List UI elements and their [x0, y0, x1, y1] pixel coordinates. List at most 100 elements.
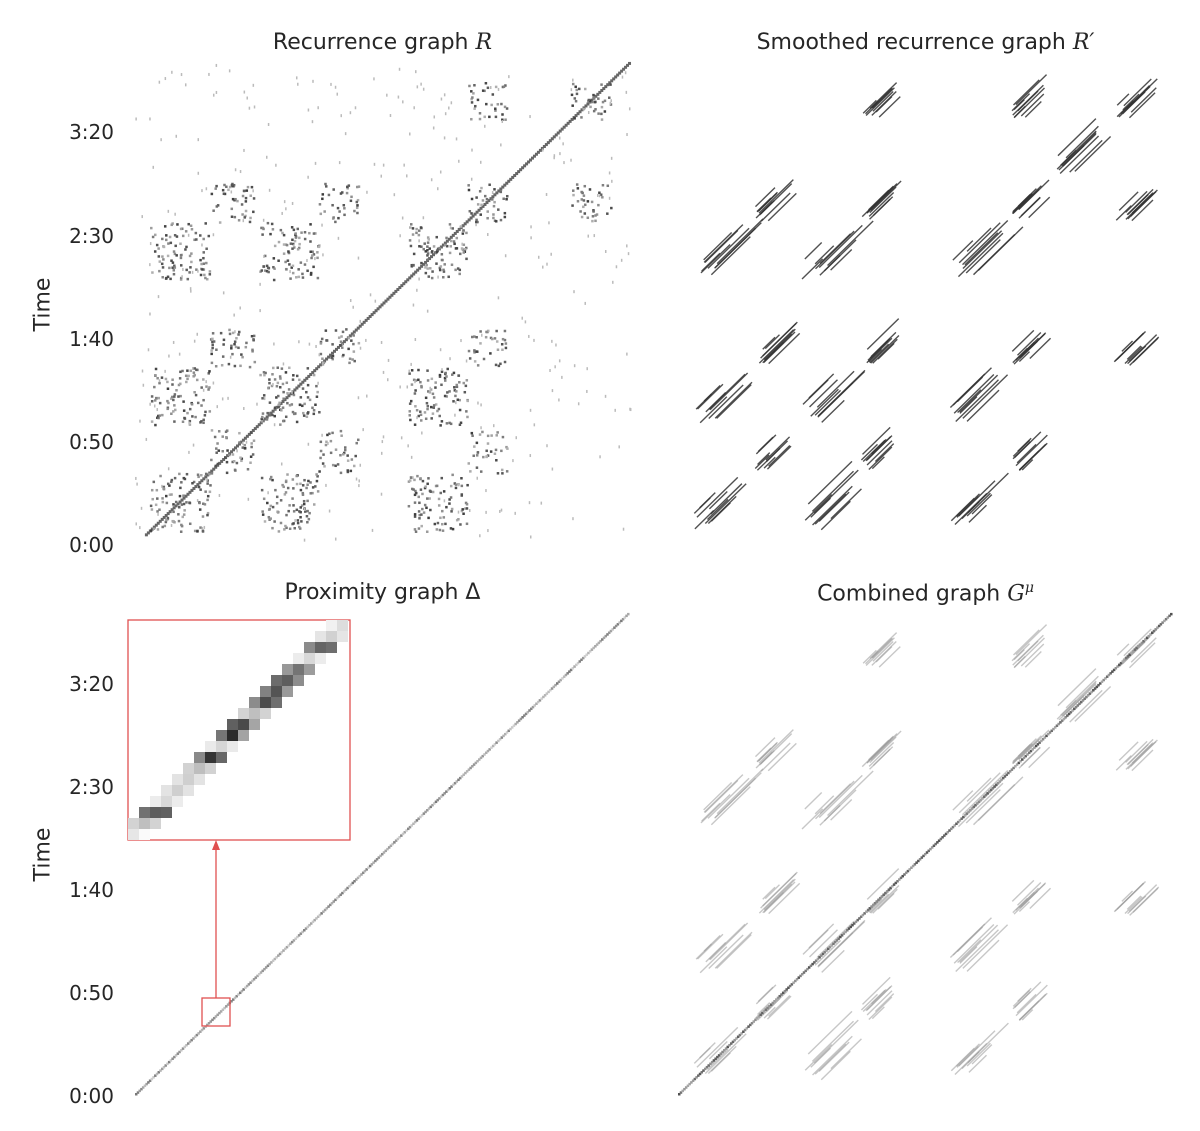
recurrence-cell: [298, 236, 301, 240]
recurrence-cell: [489, 450, 493, 453]
recurrence-cell: [430, 417, 433, 420]
proximity-cell: [809, 964, 813, 968]
recurrence-cell: [500, 102, 503, 106]
proximity-cell: [225, 1005, 228, 1008]
recurrence-cell: [449, 484, 453, 488]
recurrence-cell: [287, 388, 291, 391]
proximity-cell: [356, 876, 360, 880]
recurrence-cell: [186, 411, 189, 415]
recurrence-noise: [197, 269, 199, 273]
recurrence-diag-cell: [303, 378, 307, 382]
proximity-cell: [762, 1010, 766, 1013]
proximity-cell: [825, 949, 828, 952]
recurrence-noise: [397, 95, 400, 99]
recurrence-noise: [548, 221, 550, 225]
recurrence-noise: [471, 148, 473, 152]
title-math-recurrence: R: [475, 30, 493, 55]
proximity-cell: [828, 945, 832, 949]
recurrence-diag-cell: [198, 481, 202, 485]
panel-title-recurrence: Recurrence graph R: [135, 30, 630, 55]
proximity-cell: [235, 994, 238, 998]
recurrence-cell: [470, 335, 474, 339]
combined-stroke: [704, 1033, 747, 1075]
smoothed-stroke: [767, 192, 797, 222]
proximity-cell: [1142, 639, 1145, 643]
recurrence-cell: [458, 408, 462, 412]
proximity-cell: [678, 1093, 681, 1096]
recurrence-diag-cell: [445, 239, 449, 243]
recurrence-cell: [591, 219, 594, 223]
combined-stroke: [809, 929, 838, 958]
recurrence-cell: [231, 460, 234, 464]
smoothed-stroke: [862, 426, 891, 455]
recurrence-cell: [442, 268, 445, 272]
proximity-cell: [143, 1084, 147, 1088]
combined-stroke: [870, 885, 900, 914]
recurrence-noise: [197, 171, 200, 175]
recurrence-cell: [470, 212, 473, 215]
recurrence-diag-cell: [540, 146, 544, 150]
recurrence-diag-cell: [239, 440, 243, 444]
recurrence-diag-cell: [253, 427, 257, 431]
recurrence-cell: [342, 451, 346, 455]
recurrence-diag-cell: [600, 88, 604, 92]
proximity-diagonal: [135, 612, 630, 1096]
recurrence-cell: [234, 345, 238, 349]
proximity-cell: [375, 858, 379, 861]
recurrence-cell: [414, 389, 417, 392]
panel-title-proximity: Proximity graph Δ: [135, 580, 630, 605]
recurrence-cell: [350, 195, 353, 199]
proximity-cell: [1131, 650, 1135, 653]
proximity-cell: [247, 983, 251, 986]
proximity-cell: [924, 852, 927, 856]
recurrence-cell: [329, 451, 333, 455]
recurrence-noise: [481, 333, 483, 337]
recurrence-cell: [289, 277, 292, 280]
recurrence-noise: [479, 534, 481, 538]
proximity-cell: [363, 869, 367, 873]
recurrence-noise: [239, 170, 242, 174]
recurrence-noise: [215, 63, 218, 67]
recurrence-cell: [210, 349, 213, 352]
proximity-cell: [484, 751, 488, 755]
proximity-cell: [1021, 758, 1024, 761]
recurrence-cell: [571, 204, 574, 207]
proximity-cell: [264, 966, 268, 969]
proximity-cell: [1029, 749, 1033, 753]
recurrence-noise: [252, 189, 254, 193]
proximity-cell: [707, 1064, 710, 1067]
recurrence-diag-cell: [228, 452, 232, 456]
smoothed-stroke: [875, 96, 893, 113]
recurrence-diag-cell: [216, 463, 220, 467]
recurrence-noise: [289, 270, 291, 274]
proximity-cell: [936, 841, 939, 844]
recurrence-cell: [285, 526, 288, 530]
recurrence-noise: [584, 301, 586, 305]
proximity-cell: [1036, 743, 1040, 746]
proximity-cell: [465, 770, 469, 773]
inset-cell: [161, 796, 172, 807]
recurrence-cell: [449, 422, 453, 426]
proximity-cell: [972, 805, 976, 809]
recurrence-cell: [462, 243, 466, 246]
recurrence-cell: [286, 401, 289, 405]
recurrence-cell: [154, 367, 158, 371]
inset-cell: [293, 664, 304, 675]
recurrence-cell: [435, 262, 438, 265]
recurrence-cell: [420, 384, 423, 388]
recurrence-cell: [441, 529, 445, 532]
recurrence-cell: [481, 89, 485, 92]
proximity-cell: [766, 1006, 769, 1010]
recurrence-noise: [401, 216, 404, 220]
smoothed-stroke: [804, 493, 833, 521]
recurrence-cell: [155, 488, 159, 492]
recurrence-noise: [508, 75, 510, 79]
combined-stroke: [872, 641, 894, 662]
recurrence-noise: [189, 287, 192, 291]
recurrence-cell: [426, 404, 430, 408]
recurrence-cell: [310, 256, 313, 260]
proximity-cell: [180, 1049, 183, 1052]
recurrence-cell: [467, 462, 471, 465]
proximity-cell: [795, 978, 799, 981]
proximity-cell: [309, 922, 313, 925]
